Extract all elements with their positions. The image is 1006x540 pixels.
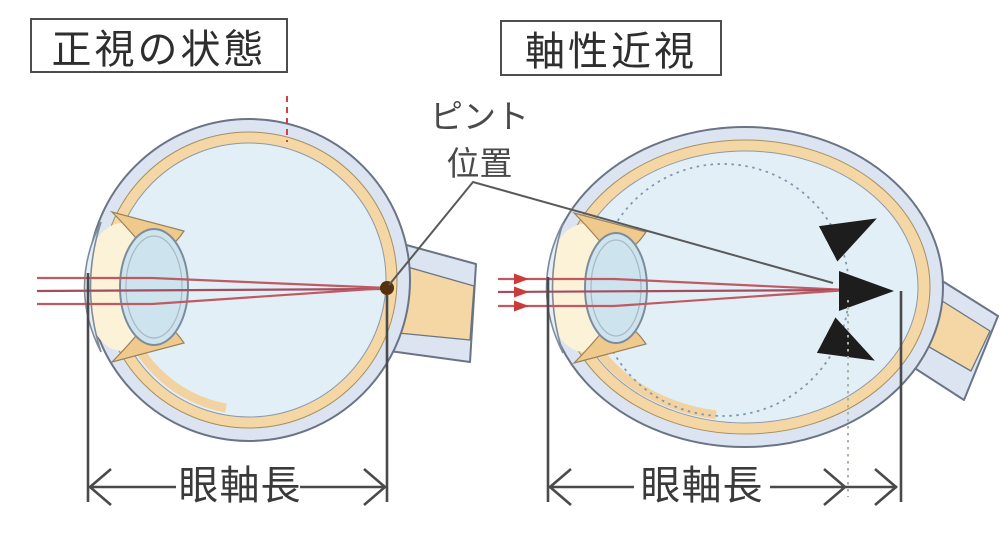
- focal-point-dot-left: [380, 281, 394, 295]
- light-ray: [36, 287, 388, 293]
- measure-chevron-right: [363, 468, 387, 506]
- focus-position-label-line1: ピント: [430, 98, 529, 135]
- measure-chevron-left: [548, 468, 572, 506]
- left-panel-title: 正視の状態: [30, 18, 288, 73]
- axial-length-measure-right: [546, 277, 903, 506]
- ray-arrowhead: [514, 286, 529, 298]
- focus-position-label-line2: 位置: [446, 145, 513, 182]
- axial-length-measure-left: [86, 273, 389, 506]
- left-eye-illustration: [36, 96, 477, 442]
- right-eye-illustration: [497, 126, 999, 448]
- ray-arrowhead: [514, 300, 529, 312]
- focus-leader-lines: [388, 180, 834, 286]
- focal-point-dot-right: [841, 283, 855, 297]
- lens-inner-outline-right: [590, 239, 642, 337]
- light-ray: [37, 276, 388, 290]
- ray-arrowhead: [514, 273, 529, 285]
- light-ray: [497, 288, 849, 294]
- expansion-arrow: [816, 317, 875, 361]
- light-rays-right: [497, 273, 849, 312]
- light-rays-left: [36, 276, 388, 306]
- elongation-arrows: [816, 218, 894, 361]
- light-ray: [498, 288, 849, 308]
- lens-inner-outline-left: [125, 235, 183, 339]
- lens-left: [119, 228, 189, 346]
- measure-chevron-mid: [823, 468, 847, 506]
- measure-chevron-right: [874, 468, 898, 506]
- light-ray: [498, 277, 849, 292]
- right-panel-title: 軸性近視: [500, 20, 722, 76]
- focus-position-label: ピント 位置: [412, 93, 547, 187]
- cornea-right: [545, 222, 564, 354]
- light-ray: [37, 286, 388, 306]
- axial-length-label-left: 眼軸長: [178, 464, 302, 508]
- measure-chevron-left: [88, 468, 112, 506]
- lens-right: [584, 232, 648, 344]
- axial-length-label-right: 眼軸長: [640, 464, 764, 508]
- expansion-arrow: [818, 218, 877, 262]
